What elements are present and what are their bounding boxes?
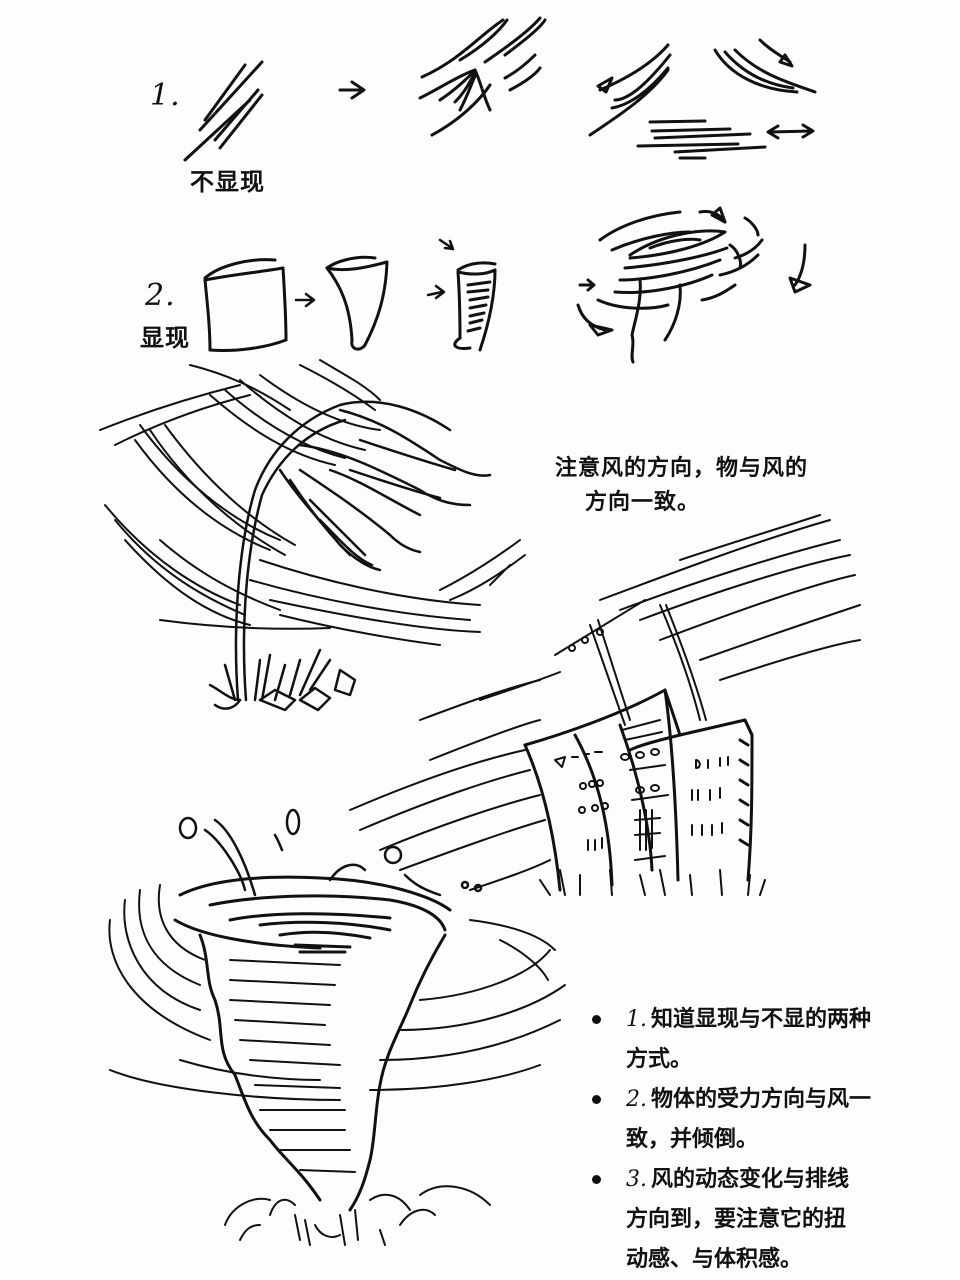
tree-base-grass bbox=[208, 648, 357, 712]
note-number: 1. bbox=[626, 1007, 647, 1032]
building-wind-lines bbox=[349, 514, 861, 891]
note-text-cont-2: 动感、与体积感。 bbox=[626, 1247, 803, 1272]
note-item-3: 3.风的动态变化与排线 方向到，要注意它的扭 动感、与体积感。 bbox=[590, 1160, 890, 1280]
note-item-1: 1.知道显现与不显的两种 方式。 bbox=[590, 1000, 890, 1080]
double-arrow-icon bbox=[766, 123, 815, 140]
note-item-2: 2.物体的受力方向与风一 致，并倾倒。 bbox=[590, 1080, 890, 1160]
tornado-ground-debris bbox=[224, 1185, 491, 1246]
building-windows bbox=[554, 719, 729, 861]
wind-lines-straight bbox=[183, 60, 264, 162]
arrow-icon-2 bbox=[294, 292, 316, 308]
note-text-cont: 致，并倾倒。 bbox=[626, 1127, 759, 1152]
note-text: 知道显现与不显的两种 bbox=[651, 1007, 872, 1032]
note-number: 3. bbox=[626, 1167, 647, 1192]
note-text: 物体的受力方向与风一 bbox=[651, 1087, 872, 1112]
curved-wind-arrows bbox=[588, 38, 817, 137]
tree-wind-lines bbox=[99, 359, 526, 646]
wind-direction-annotation: 注意风的方向，物与风的 方向一致。 bbox=[555, 452, 808, 520]
utility-poles bbox=[554, 599, 707, 726]
wind-around-object bbox=[418, 16, 547, 137]
tornado bbox=[173, 875, 452, 1212]
tapered-cone-shape bbox=[325, 255, 389, 351]
section-2-number: 2. bbox=[145, 278, 176, 313]
note-text: 风的动态变化与排线 bbox=[651, 1167, 850, 1192]
arrow-icon-3 bbox=[426, 238, 455, 300]
bullet-icon bbox=[592, 1175, 601, 1184]
section-1-label: 不显现 bbox=[190, 168, 265, 196]
summary-notes: 1.知道显现与不显的两种 方式。 2.物体的受力方向与风一 致，并倾倒。 3.风… bbox=[590, 1000, 890, 1280]
buildings bbox=[523, 688, 754, 892]
section-2-label: 显现 bbox=[140, 324, 190, 352]
twisted-cone-shape bbox=[453, 261, 497, 352]
arrow-icon-1 bbox=[338, 80, 366, 100]
building-grass bbox=[539, 869, 766, 896]
cylinder-shape bbox=[203, 258, 288, 352]
annotation-line-1: 注意风的方向，物与风的 bbox=[555, 456, 809, 481]
tornado-vortex-small bbox=[576, 206, 812, 364]
tornado-debris bbox=[178, 808, 483, 897]
note-text-cont: 方向到，要注意它的扭 bbox=[626, 1207, 847, 1232]
annotation-line-2: 方向一致。 bbox=[585, 490, 701, 515]
willow-tree bbox=[234, 400, 492, 702]
section-1-number: 1. bbox=[150, 78, 181, 113]
bullet-icon bbox=[592, 1095, 601, 1104]
horizontal-wind-lines bbox=[636, 119, 767, 160]
note-text-cont: 方式。 bbox=[626, 1047, 693, 1072]
note-number: 2. bbox=[626, 1087, 647, 1112]
tornado-swirl-lines bbox=[108, 884, 566, 1173]
bullet-icon bbox=[592, 1015, 601, 1024]
